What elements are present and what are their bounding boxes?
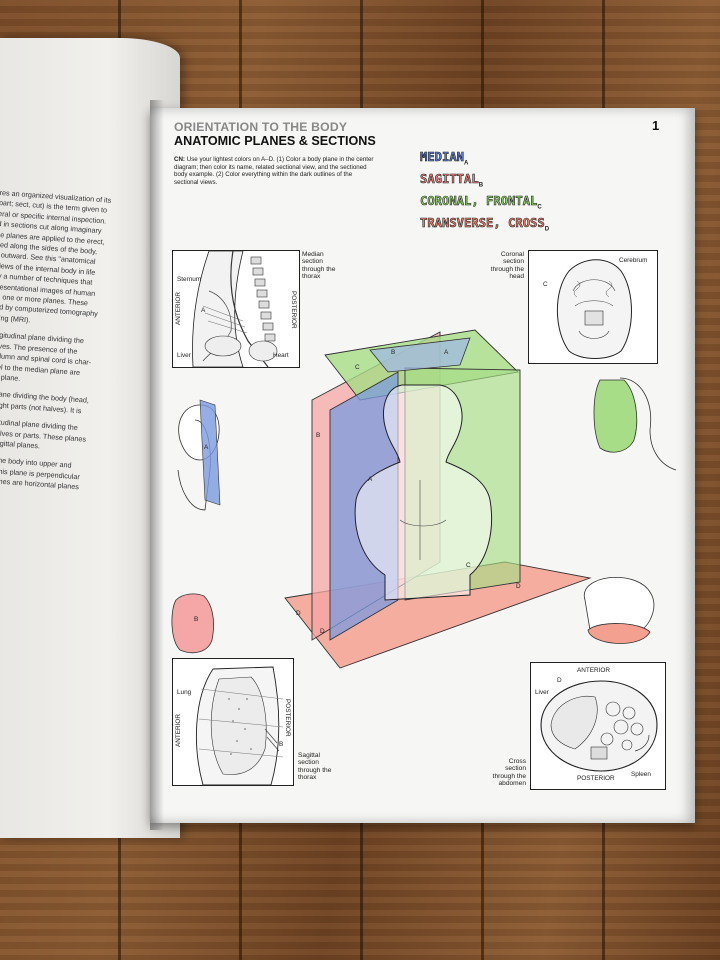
legend-coronal-letter: C [537,204,542,211]
median-caption-line: thorax [302,273,321,281]
anterior-label-3: ANTERIOR [577,667,611,674]
spleen-label: Spleen [631,771,651,778]
median-caption-line: Median [302,251,324,258]
legend-transverse: TRANSVERSE, CROSSD [420,216,549,238]
cross-caption-line: section [505,765,526,773]
liver-label-2: Liver [535,689,549,696]
label-c-coronal: C [543,281,548,288]
lung-label: Lung [177,689,192,696]
coloring-notes: CN: Use your lightest colors on A–D. (1)… [174,156,374,186]
legend-median-letter: A [464,160,469,167]
legend-sagittal-letter: B [478,182,484,189]
body-label-b: B [194,616,199,623]
sagittal-caption-line: through the [298,766,332,774]
center-label-a-top: A [444,349,449,356]
anterior-label-2: ANTERIOR [175,713,182,747]
sagittal-section-panel: Lung ANTERIOR POSTERIOR B [172,658,294,786]
legend-median-text: MEDIAN [420,150,465,165]
coronal-caption-line: Coronal [500,251,524,258]
legend-coronal: CORONAL, FRONTALC [420,194,549,216]
center-label-d-right: D [516,583,521,590]
center-label-d-left: D [296,610,301,617]
cross-section-drawing [540,680,658,772]
sagittal-caption-line: section [298,759,319,767]
legend-transverse-text: TRANSVERSE, CROSS [420,215,545,231]
cerebrum-label: Cerebrum [619,257,648,264]
page-title: ANATOMIC PLANES & SECTIONS [174,134,376,148]
legend-sagittal-text: SAGITTAL [420,171,479,187]
cross-section-panel: ANTERIOR Liver D POSTERIOR Spleen [530,662,666,790]
cross-caption-line: Cross [508,758,526,765]
cross-caption: Cross section through the abdomen [484,758,526,788]
label-b-sagittal: B [279,741,284,748]
coronal-caption-line: head [509,273,524,281]
center-label-b-top: B [391,349,396,356]
center-label-c: C [466,562,471,569]
legend-coronal-text: CORONAL, FRONTAL [420,193,538,209]
sagittal-section-drawing [195,666,284,785]
liver-label: Liver [177,352,191,359]
cn-text: Use your lightest colors on A–D. (1) Col… [174,156,374,186]
legend-transverse-letter: D [544,226,550,233]
label-a-median: A [201,307,206,314]
posterior-label-1: POSTERIOR [290,291,297,329]
center-label-a: A [368,476,373,483]
sternum-label: Sternum [177,276,202,283]
heart-label: Heart [273,352,289,359]
median-section-panel: Sternum ANTERIOR POSTERIOR Liver Heart A [172,250,300,368]
page-number: 1 [652,118,660,133]
posterior-label-3: POSTERIOR [577,775,615,782]
coronal-section-panel: Cerebrum C [528,250,658,364]
coronal-caption-line: through the [490,265,524,273]
center-label-c-top: C [355,364,360,371]
posterior-label-2: POSTERIOR [284,699,291,737]
center-label-d-front: D [320,628,325,635]
sagittal-caption-line: Sagittal [298,752,320,759]
plane-legend: MEDIANA SAGITTALB CORONAL, FRONTALC TRAN… [420,150,549,238]
cross-caption-line: through the [492,772,526,780]
cn-label: CN: [174,156,185,163]
sagittal-caption: Sagittal section through the thorax [298,752,331,782]
head-label-a: A [204,444,209,451]
sagittal-caption-line: thorax [298,774,317,782]
median-caption-line: section [302,258,323,266]
median-caption-line: through the [302,265,336,273]
book-spine-shadow [150,100,164,830]
coronal-section-drawing [556,259,632,359]
cross-caption-line: abdomen [498,780,527,788]
coronal-caption: Coronal section through the head [486,251,524,281]
legend-sagittal: SAGITTALB [420,172,549,194]
median-caption: Median section through the thorax [302,251,335,281]
median-section-drawing [192,251,278,367]
center-label-b: B [316,432,321,439]
label-d-cross: D [557,677,562,684]
section-header: ORIENTATION TO THE BODY [174,120,348,134]
coronal-caption-line: section [503,258,524,266]
legend-median: MEDIANA [420,150,549,172]
anterior-label-1: ANTERIOR [175,291,182,325]
